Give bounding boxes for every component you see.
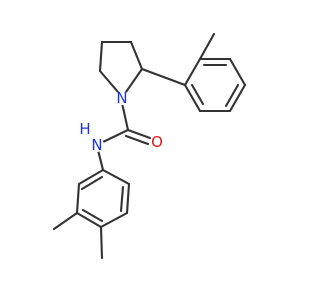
bond-tolyl-4 (228, 83, 247, 113)
amide-hydrogen-label: H (79, 120, 90, 138)
bond-tolyl-6-inner (190, 83, 205, 106)
bond-tolyl-6 (183, 83, 202, 113)
bond-xylyl-6 (101, 168, 131, 186)
atom-labels: N O N H (79, 89, 164, 154)
bond-tolyl-1 (183, 57, 202, 87)
carbonyl-oxygen-label: O (151, 133, 163, 151)
bond-ring-n-c2 (124, 67, 144, 94)
bond-nh-aryl (96, 148, 105, 172)
bond-tolyl-3 (228, 57, 247, 87)
bond-xylyl-methyl-4 (99, 225, 104, 260)
bond-carbonyl-o-1 (126, 128, 152, 140)
bond-xylyl-2 (75, 182, 81, 215)
bond-xylyl-methyl-3 (52, 211, 79, 231)
bond-xylyl-3 (75, 211, 103, 229)
bond-carbonyl-o-2 (124, 134, 150, 146)
bond-xylyl-5-inner (119, 185, 125, 213)
ring-nitrogen-bg (115, 91, 129, 105)
bond-tolyl-4-inner (224, 83, 240, 108)
bonds (52, 32, 247, 260)
molecule-structure-diagram: N O N H (52, 32, 247, 260)
bond-ring-c4-c5 (98, 40, 104, 73)
bond-tolyl-methyl (198, 32, 216, 61)
bond-xylyl-1 (77, 168, 105, 186)
bond-ring-c2-c3 (129, 40, 144, 71)
carbonyl-oxygen-bg (150, 135, 164, 149)
bond-xylyl-4 (99, 211, 129, 229)
ring-nitrogen-label: N (116, 89, 127, 107)
bond-xylyl-5 (125, 182, 131, 215)
bond-xylyl-3-inner (81, 208, 104, 223)
bond-n-carbonyl (120, 101, 130, 132)
bond-xylyl-1-inner (80, 175, 104, 191)
bond-carbonyl-nh (101, 128, 130, 144)
bond-ring-c5-n (98, 69, 120, 94)
bond-c2-aryl (140, 67, 187, 87)
amide-nitrogen-bg (90, 138, 104, 152)
amide-nitrogen-label: N (91, 136, 102, 154)
